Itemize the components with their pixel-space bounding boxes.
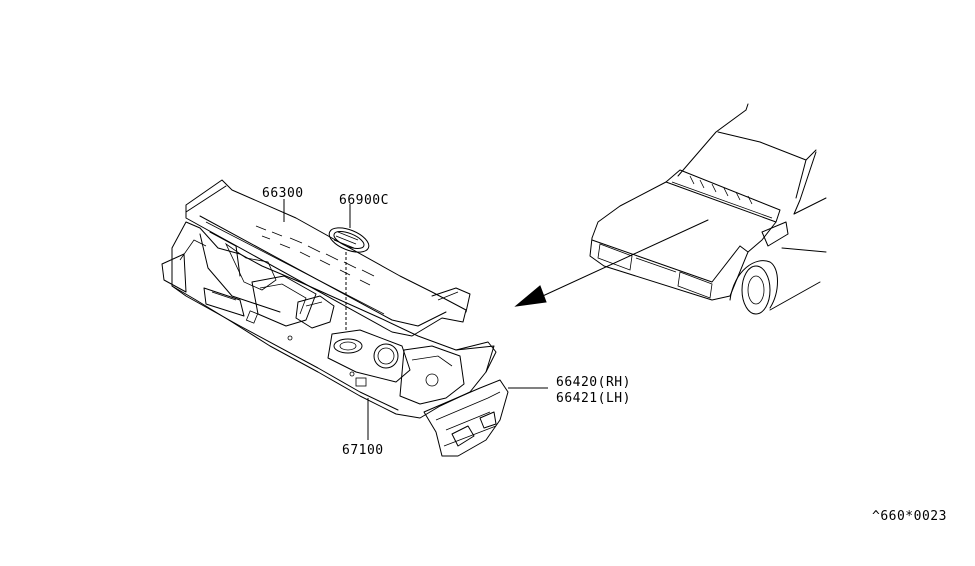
car-outline-inset	[589, 103, 827, 315]
pointer-arrow	[514, 219, 709, 307]
label-66420-rh: 66420(RH)	[556, 375, 631, 390]
cowl-dash-assembly	[161, 179, 497, 419]
hood-ledge-bracket	[423, 379, 509, 457]
label-66421-lh: 66421(LH)	[556, 391, 631, 406]
label-67100: 67100	[342, 443, 384, 458]
grommet-66900c	[328, 227, 370, 332]
diagram-code: ^660*0023	[872, 509, 947, 524]
label-66900c: 66900C	[339, 193, 389, 208]
label-66300: 66300	[262, 186, 304, 201]
